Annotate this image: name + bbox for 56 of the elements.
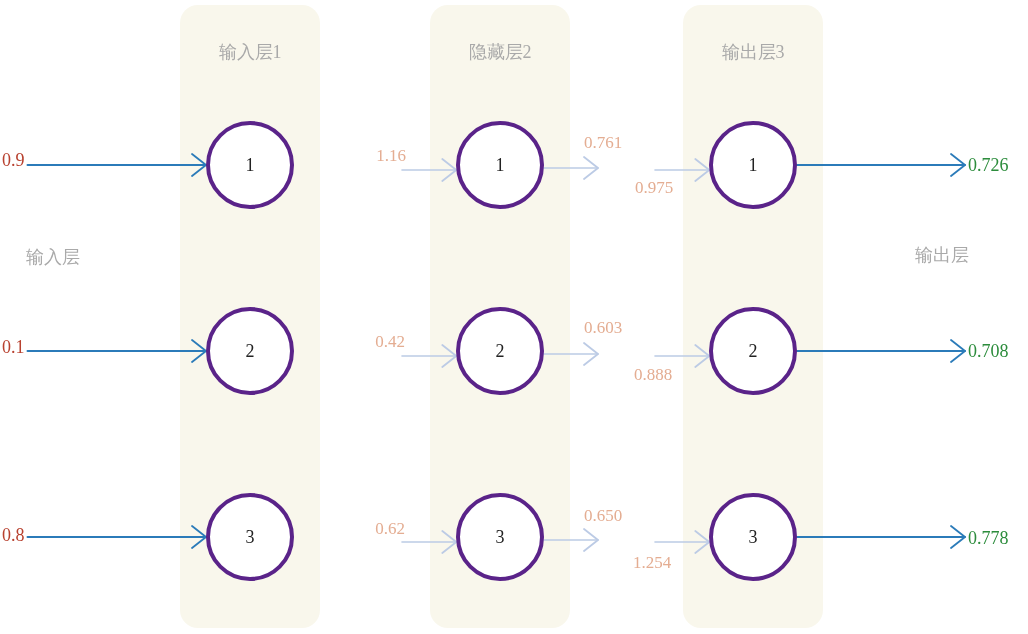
edge-label: 0.761 <box>582 133 624 153</box>
arrow <box>796 339 966 363</box>
layer-heading: 输入层1 <box>218 41 282 64</box>
arrow <box>543 156 599 180</box>
neuron-number: 1 <box>495 154 505 176</box>
layer-panel <box>430 5 570 628</box>
neuron-number: 2 <box>495 340 505 362</box>
edge-label: 0.62 <box>374 519 406 539</box>
edge-label: 1.254 <box>631 553 673 573</box>
output-value: 0.708 <box>968 340 1009 362</box>
layer-panel <box>180 5 320 628</box>
arrow <box>796 525 966 549</box>
edge-label: 0.603 <box>582 318 624 338</box>
neuron-number: 3 <box>748 526 758 548</box>
arrow <box>796 153 966 177</box>
edge-label: 0.42 <box>374 332 406 352</box>
edge-label: 1.16 <box>375 146 407 166</box>
arrow <box>654 158 711 182</box>
output-value: 0.778 <box>968 527 1009 549</box>
neuron-number: 3 <box>245 526 255 548</box>
neuron-number: 2 <box>245 340 255 362</box>
layer-heading: 输出层3 <box>721 41 785 64</box>
neuron-circle <box>709 121 797 209</box>
neuron-number: 1 <box>748 154 758 176</box>
arrow <box>401 344 458 368</box>
arrow <box>654 344 711 368</box>
layer-label: 输入层 <box>26 246 80 269</box>
arrow <box>401 158 458 182</box>
input-value: 0.9 <box>2 149 25 171</box>
neuron-circle <box>709 493 797 581</box>
arrow <box>654 530 711 554</box>
neuron-circle <box>206 493 294 581</box>
neuron-circle <box>709 307 797 395</box>
input-value: 0.1 <box>2 336 25 358</box>
arrow <box>543 342 599 366</box>
neuron-number: 2 <box>748 340 758 362</box>
neuron-number: 3 <box>495 526 505 548</box>
edge-label: 0.975 <box>633 178 675 198</box>
layer-label: 输出层 <box>915 244 969 267</box>
neuron-circle <box>206 121 294 209</box>
arrow <box>26 153 207 177</box>
arrow <box>401 530 458 554</box>
input-value: 0.8 <box>2 524 25 546</box>
arrow <box>26 525 207 549</box>
edge-label: 0.888 <box>632 365 674 385</box>
arrow <box>26 339 207 363</box>
neuron-circle <box>456 121 544 209</box>
neuron-circle <box>206 307 294 395</box>
neuron-number: 1 <box>245 154 255 176</box>
neuron-circle <box>456 493 544 581</box>
edge-label: 0.650 <box>582 506 624 526</box>
output-value: 0.726 <box>968 154 1009 176</box>
arrow <box>543 528 599 552</box>
layer-heading: 隐藏层2 <box>468 41 532 64</box>
neuron-circle <box>456 307 544 395</box>
layer-panel <box>683 5 823 628</box>
